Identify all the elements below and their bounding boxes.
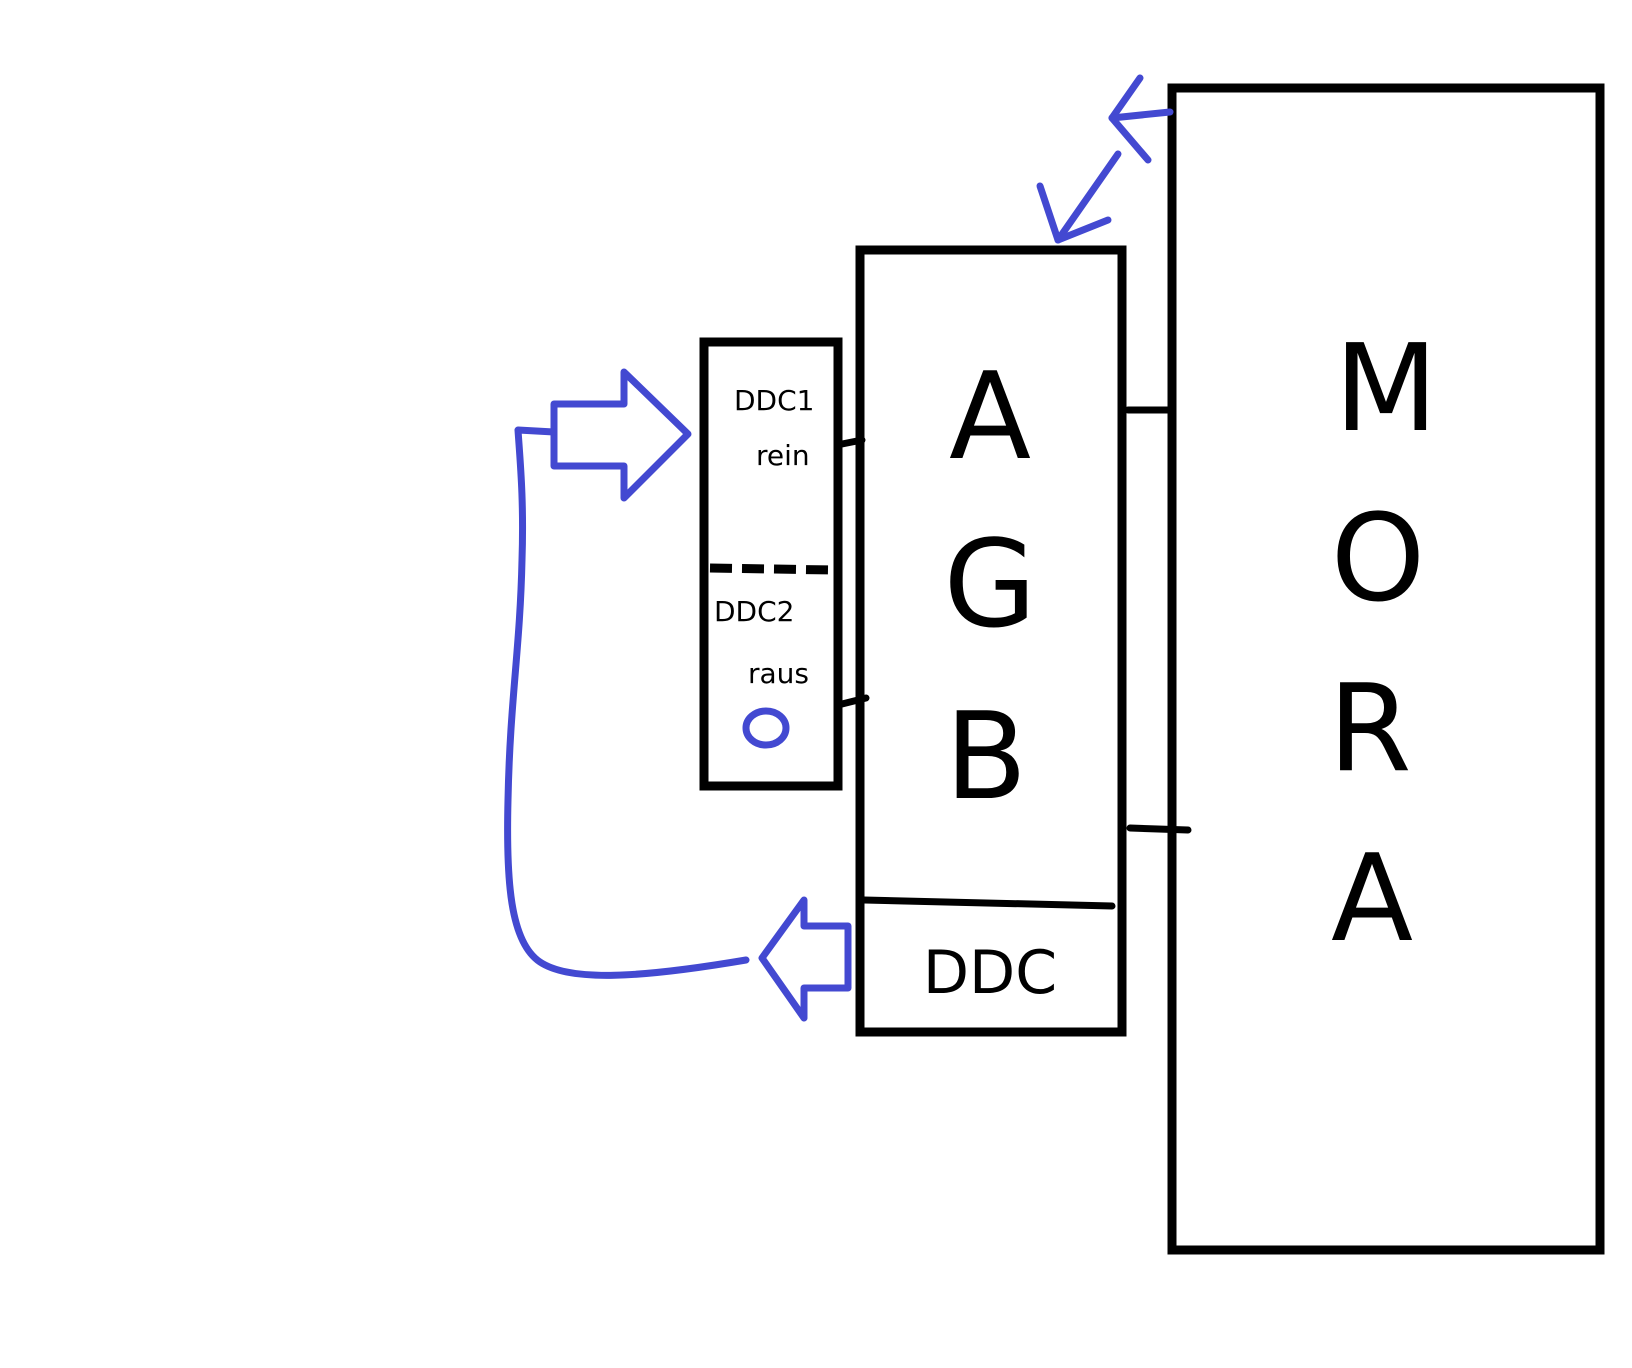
agb-letter-g: G: [944, 516, 1037, 655]
agb-mora-connector-bottom: [1126, 824, 1192, 834]
agb-ddc-divider: [860, 896, 1116, 910]
ddc-module: DDC1 rein DDC2 raus: [699, 337, 843, 791]
agb-block: A G B DDC: [855, 245, 1127, 1037]
mora-box: [1167, 83, 1605, 1255]
mora-block: M O R A: [1167, 83, 1605, 1255]
double-headed-arrow-icon: [1036, 74, 1174, 244]
ddc1-name: DDC1: [734, 384, 815, 417]
agb-box: [855, 245, 1127, 1037]
ddc-module-dashed-divider: [709, 563, 833, 575]
ddc2-direction: raus: [748, 657, 809, 690]
mora-letter-r: R: [1328, 660, 1411, 799]
agb-ddc-label: DDC: [923, 938, 1057, 1008]
mora-letter-a: A: [1331, 830, 1413, 969]
circle-marker-icon: [742, 707, 790, 749]
hollow-arrow-left-icon: [758, 896, 852, 1022]
agb-letter-b: B: [945, 688, 1027, 827]
ddc2-name: DDC2: [714, 595, 795, 628]
ddc2-agb-connector: [838, 694, 870, 708]
return-loop-curve: [504, 426, 750, 979]
agb-letter-a: A: [949, 348, 1031, 487]
ddc-module-box: [699, 337, 843, 791]
hollow-arrow-right-icon: [550, 368, 692, 502]
mora-letter-m: M: [1334, 320, 1438, 459]
ddc1-agb-connector: [838, 436, 866, 448]
mora-letter-o: O: [1331, 490, 1425, 629]
ddc1-direction: rein: [756, 439, 810, 472]
